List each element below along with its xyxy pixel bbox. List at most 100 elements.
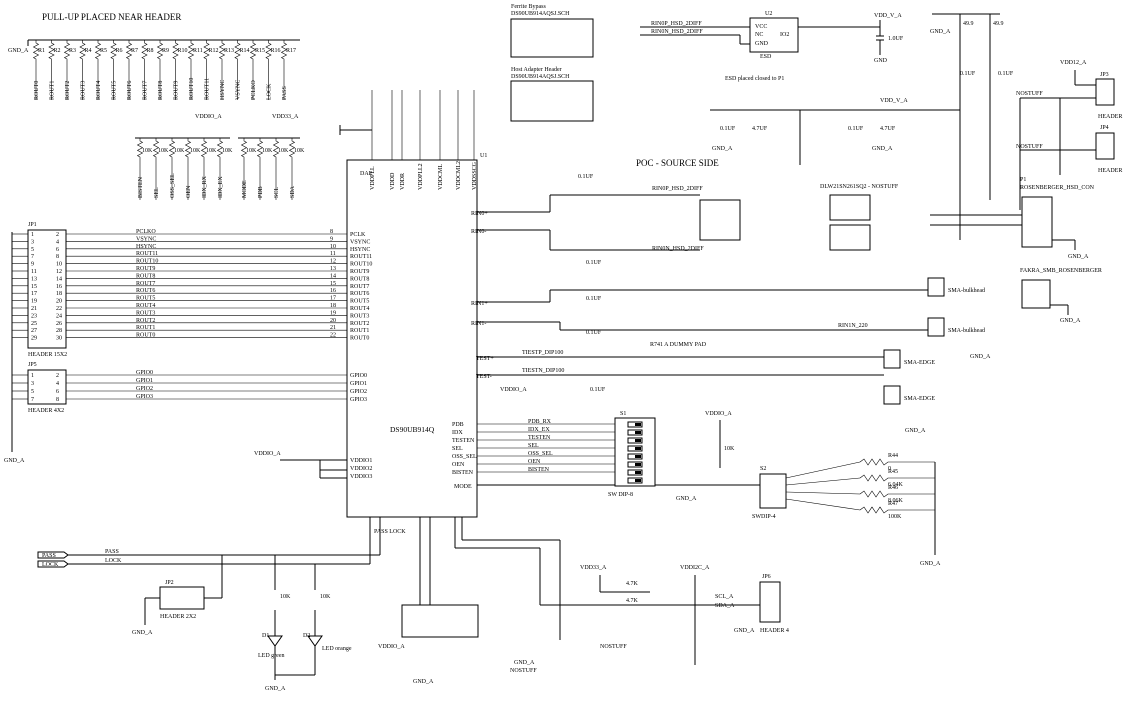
svg-text:0.1UF: 0.1UF	[720, 126, 736, 132]
svg-text:17: 17	[330, 296, 336, 302]
sma-edge-2	[883, 385, 901, 405]
svg-text:SCL_A: SCL_A	[715, 594, 734, 600]
gpio-net-label: GPIO0	[136, 370, 153, 376]
poc-section: VDD_V_A 0.1UF 4.7UF 0.1UF 4.7UF GND_A GN…	[636, 98, 960, 252]
svg-text:R14: R14	[240, 48, 250, 54]
svg-text:R9: R9	[162, 48, 169, 54]
dip-net-label: OSS_SEL	[528, 451, 553, 457]
svg-text:TESTEN: TESTEN	[452, 438, 475, 444]
svg-text:R10: R10	[178, 48, 188, 54]
svg-text:FAKRA_SMB_ROSENBERGER: FAKRA_SMB_ROSENBERGER	[1020, 268, 1102, 274]
svg-text:PASS: PASS	[105, 549, 119, 555]
svg-text:VDDPLL: VDDPLL	[370, 166, 376, 190]
sma-connectors: SMA-bulkhead SMA-bulkhead SMA-EDGE SMA-E…	[883, 277, 991, 434]
svg-text:GND_A: GND_A	[4, 458, 25, 464]
svg-text:22: 22	[330, 333, 336, 339]
svg-text:GND_A: GND_A	[1060, 318, 1081, 324]
svg-text:HSYNC: HSYNC	[350, 247, 370, 253]
rout-net-label: ROUT0	[136, 333, 155, 339]
svg-text:GND_A: GND_A	[872, 146, 893, 152]
svg-text:GND: GND	[874, 58, 888, 64]
rin-nets: RIN0+ RIN0- RIN1+ RIN1- 0.1UF 0.1UF RIN1…	[471, 174, 928, 380]
svg-text:0.1UF: 0.1UF	[960, 71, 976, 77]
rout-net-label: ROUT5	[136, 296, 155, 302]
dip-net-label: IDX_EX	[528, 427, 550, 433]
dip-net-label: OEN	[528, 459, 541, 465]
svg-text:10K: 10K	[174, 148, 185, 154]
u1-body	[346, 159, 478, 518]
svg-text:3: 3	[31, 381, 34, 387]
svg-text:23: 23	[31, 313, 37, 319]
common-mode-choke-1	[829, 194, 871, 221]
svg-text:13: 13	[31, 276, 37, 282]
led-d1	[267, 635, 283, 647]
svg-text:R3: R3	[69, 48, 76, 54]
svg-text:RIN1N_220: RIN1N_220	[838, 323, 868, 329]
svg-text:19: 19	[330, 310, 336, 316]
svg-text:VDDCML: VDDCML	[438, 164, 444, 190]
svg-text:TIESTN_DIP100: TIESTN_DIP100	[522, 368, 564, 374]
svg-text:10K: 10K	[724, 446, 735, 452]
host-header-box	[510, 80, 594, 122]
svg-text:7: 7	[31, 254, 34, 260]
svg-text:10K: 10K	[246, 148, 257, 154]
svg-text:GND_A: GND_A	[970, 354, 991, 360]
pullup-net-label: PCLKO	[251, 80, 257, 100]
sma-edge-1	[883, 349, 901, 369]
svg-text:R17: R17	[286, 48, 296, 54]
pullup-net-label: VSYNC	[236, 80, 242, 100]
host-header-part: DS90UB914AQSJ.SCH	[511, 74, 570, 80]
svg-text:GND_A: GND_A	[132, 630, 153, 636]
svg-text:10K: 10K	[158, 148, 169, 154]
svg-text:OEN: OEN	[452, 462, 465, 468]
svg-text:2: 2	[56, 232, 59, 238]
svg-text:HEADER 4X2: HEADER 4X2	[28, 408, 64, 414]
svg-text:10K: 10K	[190, 148, 201, 154]
vddio-net-label: OSS_SEL	[170, 173, 176, 198]
dlw-note: DLW21SN261SQ2 - NOSTUFF	[820, 184, 899, 190]
rout-net-label: ROUT8	[136, 273, 155, 279]
top-right-termination: 49.9 49.9 GND_A 0.1UF 0.1UF JP3 HEADER J…	[930, 13, 1122, 240]
pass-port	[37, 551, 69, 559]
svg-text:18: 18	[56, 291, 62, 297]
svg-text:0.1UF: 0.1UF	[848, 126, 864, 132]
svg-text:ESD: ESD	[760, 54, 772, 60]
svg-text:R47: R47	[888, 501, 898, 507]
pullup-net-label: HSYNC	[220, 80, 226, 100]
svg-text:R16: R16	[271, 48, 281, 54]
svg-text:P1: P1	[1020, 177, 1026, 183]
svg-text:ROUT3: ROUT3	[350, 313, 369, 319]
svg-text:DAP: DAP	[360, 171, 373, 177]
svg-text:7: 7	[31, 397, 34, 403]
vddio-net-label: OEN	[186, 185, 192, 198]
svg-text:R46: R46	[888, 485, 898, 491]
svg-text:JP3: JP3	[1100, 72, 1109, 78]
svg-text:ROUT10: ROUT10	[350, 262, 372, 268]
svg-text:NOSTUFF: NOSTUFF	[1016, 91, 1043, 97]
pullup-net-label: LOCK	[267, 83, 273, 100]
svg-text:GND_A: GND_A	[930, 29, 951, 35]
vddio-net-label: BISTEN	[138, 176, 144, 198]
svg-text:4: 4	[56, 381, 59, 387]
svg-text:0.1UF: 0.1UF	[586, 260, 602, 266]
svg-text:5: 5	[31, 247, 34, 253]
svg-text:U2: U2	[765, 11, 772, 17]
svg-text:ROUT6: ROUT6	[350, 291, 369, 297]
pullup-net-label: ROUT2	[65, 81, 71, 100]
svg-text:VDDR: VDDR	[400, 173, 406, 190]
rout-net-label: ROUT9	[136, 266, 155, 272]
svg-text:4.7UF: 4.7UF	[752, 126, 768, 132]
svg-text:TEST-: TEST-	[476, 374, 492, 380]
pullup-net-label: ROUT5	[112, 81, 118, 100]
svg-text:16: 16	[56, 284, 62, 290]
svg-text:20: 20	[56, 299, 62, 305]
jp6-header	[759, 581, 781, 623]
svg-text:15: 15	[330, 281, 336, 287]
gnd-label-pullup: GND_A	[8, 48, 29, 54]
svg-text:SDA_A: SDA_A	[715, 603, 735, 609]
p1-hsd-connector: P1 ROSENBERGER_HSD_CON GND_A FAKRA_SMB_R…	[930, 177, 1102, 324]
svg-text:GPIO1: GPIO1	[350, 381, 367, 387]
ferrite-bypass-part: DS90UB914AQSJ.SCH	[511, 11, 570, 17]
svg-text:VDD33_A: VDD33_A	[580, 565, 607, 571]
